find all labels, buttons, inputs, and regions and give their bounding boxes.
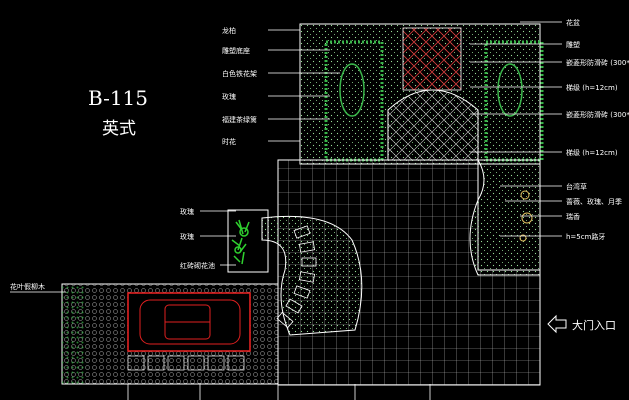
- bottom-ticks: [127, 384, 431, 400]
- right-labels: 花盆 雕塑 嵌菱形防滑砖 (300*300cm) 梯级 (h=12cm) 嵌菱形…: [566, 18, 629, 241]
- brick-flower-bed: [227, 209, 269, 273]
- arrow-left-icon: [547, 314, 567, 334]
- svg-text:玫瑰: 玫瑰: [180, 232, 194, 241]
- car-outline: [139, 299, 241, 345]
- right-shrubs: [519, 190, 533, 242]
- parking-area: [61, 283, 279, 385]
- svg-text:梯级 (h=12cm): 梯级 (h=12cm): [566, 83, 618, 92]
- svg-text:玫瑰: 玫瑰: [180, 207, 194, 216]
- stepping-stones: [276, 225, 317, 329]
- left-labels: 龙柏 雕塑底座 白色铁花架 玫瑰 福建茶绿篱 时花: [222, 26, 257, 146]
- mid-labels: 玫瑰 玫瑰 红砖砌花池: [180, 207, 215, 270]
- sculpture-right: [497, 63, 523, 117]
- svg-text:红砖砌花池: 红砖砌花池: [180, 261, 215, 270]
- top-courtyard: [299, 23, 544, 165]
- sculpture-left: [339, 63, 365, 117]
- mid-leaders: [200, 210, 236, 266]
- svg-text:瑞香: 瑞香: [566, 212, 580, 221]
- curve-garden: [261, 215, 363, 336]
- svg-text:蔷薇、玫瑰、月季: 蔷薇、玫瑰、月季: [566, 197, 622, 206]
- plan-code: B-115: [88, 86, 148, 110]
- far-left-label: 花叶假柳木: [10, 282, 45, 291]
- left-leaders: [268, 29, 340, 142]
- svg-text:玫瑰: 玫瑰: [222, 92, 236, 101]
- svg-text:时花: 时花: [222, 137, 236, 146]
- svg-text:福建茶绿篱: 福建茶绿篱: [222, 115, 257, 124]
- svg-text:嵌菱形防滑砖 (300*300cm): 嵌菱形防滑砖 (300*300cm): [566, 110, 629, 119]
- svg-text:花盆: 花盆: [566, 18, 580, 27]
- svg-text:台湾草: 台湾草: [566, 182, 587, 191]
- green-plants: [231, 219, 250, 265]
- plan-style: 英式: [102, 119, 136, 139]
- svg-text:h=5cm路牙: h=5cm路牙: [566, 232, 605, 241]
- right-leaders: [470, 21, 562, 237]
- lawn-right: [469, 159, 541, 276]
- svg-text:龙柏: 龙柏: [222, 26, 236, 35]
- entrance-label: 大门入口: [572, 318, 616, 332]
- svg-text:雕塑底座: 雕塑底座: [222, 46, 250, 55]
- svg-text:雕塑: 雕塑: [566, 40, 580, 49]
- svg-text:嵌菱形防滑砖 (300*300cm): 嵌菱形防滑砖 (300*300cm): [566, 58, 629, 67]
- svg-text:白色铁花架: 白色铁花架: [222, 69, 257, 78]
- entrance-marker: 大门入口: [547, 314, 616, 334]
- svg-text:梯级 (h=12cm): 梯级 (h=12cm): [566, 148, 618, 157]
